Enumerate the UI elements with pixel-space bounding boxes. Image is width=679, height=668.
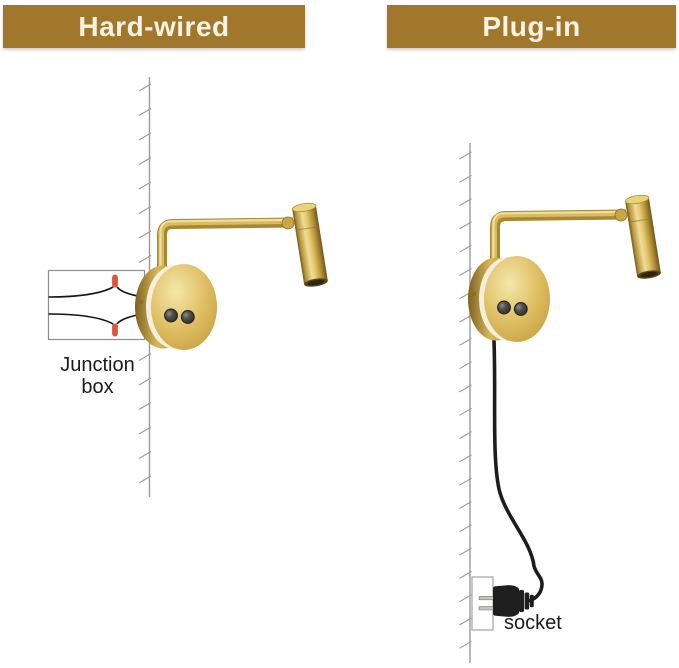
hard-wired-lamp: [135, 202, 328, 350]
plug-in-lamp: [468, 194, 661, 342]
wire-nut-icon: [112, 323, 118, 337]
wall-hatch-icon: [459, 151, 472, 649]
socket-outline: [471, 576, 494, 631]
header-plug-in: Plug-in: [387, 5, 676, 48]
header-hard-wired: Hard-wired: [3, 5, 305, 48]
junction-box-label: Junction box: [60, 354, 135, 398]
socket-label: socket: [504, 612, 562, 634]
power-cord: [492, 339, 544, 603]
power-plug-icon: [478, 585, 534, 617]
wire-nut-icon: [112, 274, 118, 288]
wall-line-right: [459, 143, 472, 663]
junction-box: [47, 269, 146, 341]
